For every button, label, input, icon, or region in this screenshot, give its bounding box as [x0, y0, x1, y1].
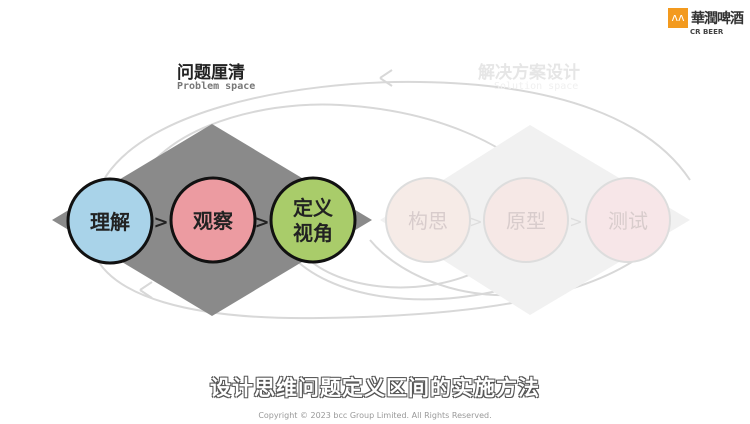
- stage-label: 测试: [608, 209, 648, 233]
- solution-space-subtitle: Solution space: [494, 81, 579, 92]
- slide-caption: 设计思维问题定义区间的实施方法: [210, 376, 540, 400]
- logo-cn-text: 華潤啤酒: [691, 11, 744, 27]
- logo-mark-icon: ʌʌ: [668, 8, 688, 28]
- stage-label: 定义: [293, 196, 333, 220]
- copyright: Copyright © 2023 bcc Group Limited. All …: [258, 411, 492, 420]
- stage-define: 定义 视角: [269, 176, 357, 264]
- stage-label: 观察: [193, 209, 234, 233]
- problem-space-subtitle: Problem space: [177, 81, 256, 92]
- stage-label: 视角: [293, 221, 333, 245]
- stage-prototype: 原型: [483, 177, 569, 263]
- stage-observe: 观察: [169, 176, 257, 264]
- stage-label: 构思: [408, 209, 448, 233]
- separator-arrow: >: [469, 212, 482, 231]
- top-arc: [94, 80, 691, 201]
- arrow-head-icon: [379, 69, 393, 87]
- solution-space-title: 解决方案设计: [478, 63, 580, 83]
- stage-test: 测试: [585, 177, 671, 263]
- separator-arrow: >: [569, 212, 582, 231]
- problem-space-title: 问题厘清: [177, 63, 245, 83]
- stage-ideate: 构思: [385, 177, 471, 263]
- logo-en-text: CR BEER: [690, 28, 724, 36]
- stage-label: 原型: [506, 209, 546, 233]
- stage-label: 理解: [90, 210, 130, 234]
- cr-beer-logo: ʌʌ 華潤啤酒 CR BEER: [668, 6, 748, 40]
- separator-arrow: >: [254, 212, 269, 233]
- bottom-arc: [89, 239, 661, 320]
- arrow-head-icon: [139, 281, 153, 299]
- separator-arrow: >: [153, 212, 168, 233]
- stage-understand: 理解: [66, 177, 154, 265]
- inner-top-arc: [129, 103, 541, 211]
